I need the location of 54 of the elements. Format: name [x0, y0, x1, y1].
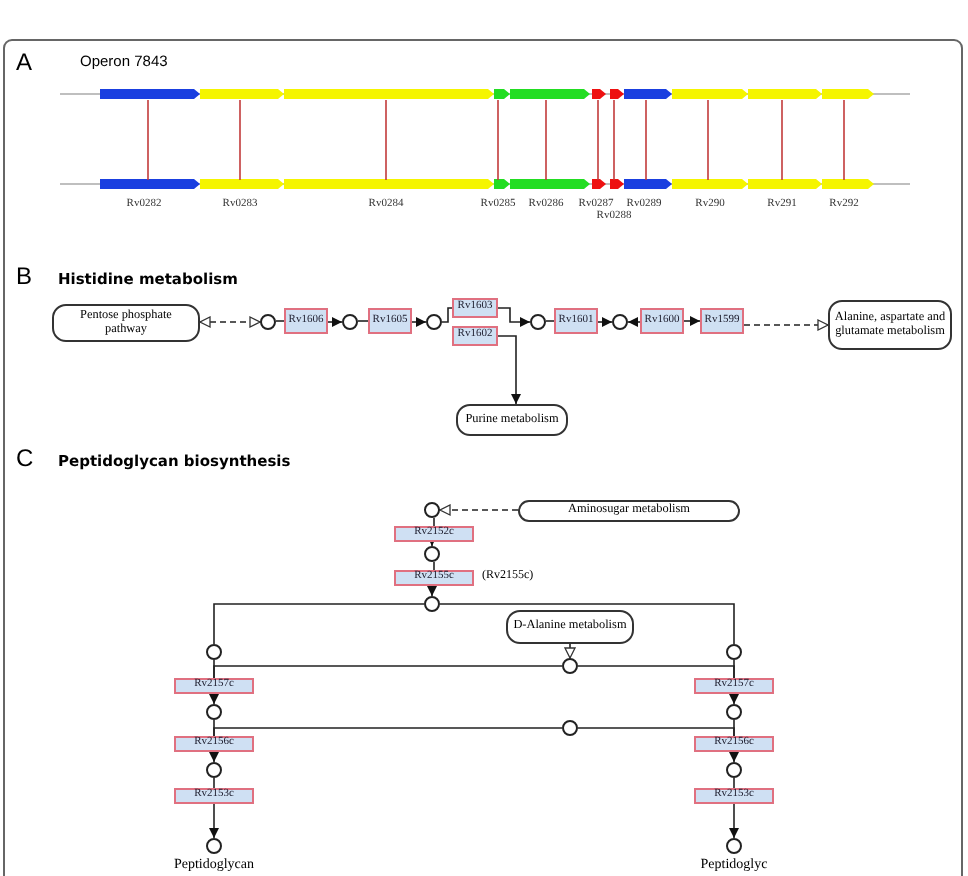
- connector-line: [439, 603, 735, 645]
- compound-circle: [424, 596, 440, 612]
- compound-circle: [530, 314, 546, 330]
- arrow: [411, 317, 427, 327]
- arrow: [597, 317, 613, 327]
- connector-line: [213, 665, 563, 679]
- panel-letter: A: [16, 48, 33, 76]
- arrow: [427, 536, 437, 547]
- panel-letter: C: [16, 444, 34, 472]
- arrow: [564, 643, 576, 659]
- compound-circle: [726, 704, 742, 720]
- connector-line: [213, 777, 215, 789]
- compound-circle: [726, 644, 742, 660]
- compound-circle: [206, 838, 222, 854]
- arrow: [743, 319, 829, 331]
- connector-line: [213, 727, 563, 737]
- connector-line: [577, 665, 735, 679]
- compound-circle: [206, 704, 222, 720]
- compound-circle: [562, 658, 578, 674]
- arrow: [729, 751, 739, 763]
- arrow: [497, 307, 531, 327]
- compound-circle: [426, 314, 442, 330]
- connector-line: [213, 603, 425, 645]
- connector-line: [441, 307, 453, 323]
- arrow: [627, 317, 641, 327]
- panel-letter: B: [16, 262, 33, 290]
- arrow: [427, 585, 437, 597]
- connector-line: [545, 320, 555, 322]
- compound-circle: [612, 314, 628, 330]
- connector-line: [433, 517, 435, 527]
- arrow: [683, 316, 701, 326]
- connector-line: [433, 561, 435, 571]
- connector-line: [577, 727, 735, 737]
- arrow: [209, 803, 219, 839]
- connector-line: [357, 320, 369, 322]
- compound-circle: [424, 502, 440, 518]
- arrow: [199, 316, 261, 328]
- arrow: [327, 317, 343, 327]
- compound-circle: [726, 762, 742, 778]
- compound-circle: [260, 314, 276, 330]
- compound-circle: [206, 644, 222, 660]
- arrow: [439, 504, 519, 516]
- compound-circle: [206, 762, 222, 778]
- arrow: [209, 751, 219, 763]
- compound-circle: [342, 314, 358, 330]
- connector-line: [275, 320, 285, 322]
- connector-line: [733, 777, 735, 789]
- compound-circle: [562, 720, 578, 736]
- compound-circle: [726, 838, 742, 854]
- arrow: [497, 335, 521, 405]
- compound-circle: [424, 546, 440, 562]
- arrow: [209, 693, 219, 705]
- arrow: [729, 693, 739, 705]
- arrow: [729, 803, 739, 839]
